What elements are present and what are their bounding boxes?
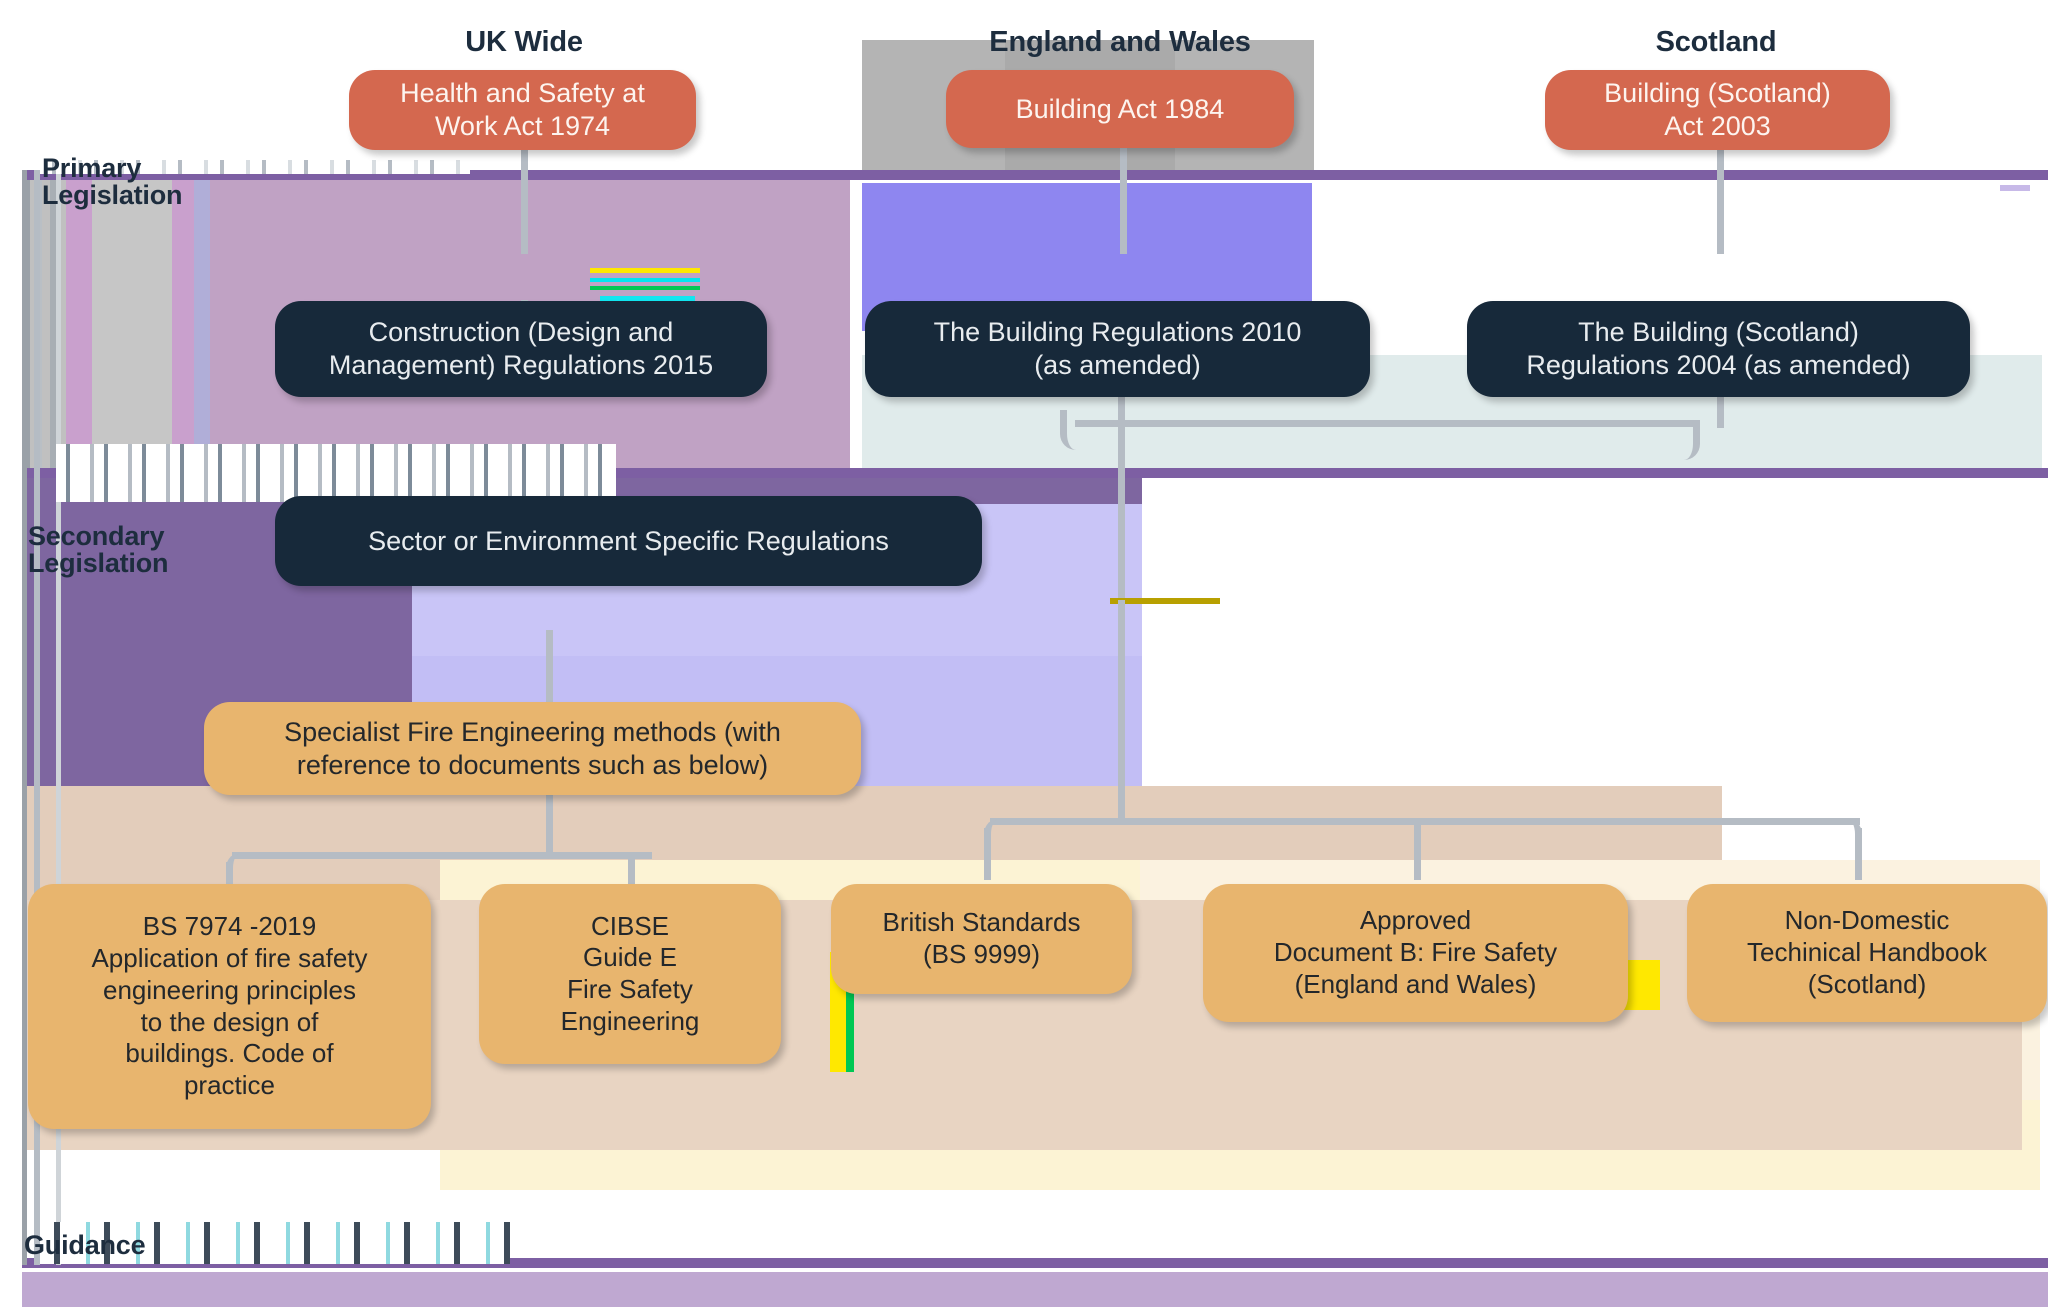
frame-stripe-left-outer [22, 170, 27, 1265]
artifact-speckle-primary [40, 160, 470, 174]
column-header-england-and-wales: England and Wales [989, 26, 1251, 58]
node-construction-design-and-management-regulations-2015[interactable]: Construction (Design and Management) Reg… [275, 301, 767, 397]
row-label-primary-legislation: Primary Legislation [42, 153, 183, 210]
connector-guidance-bus [990, 818, 1860, 825]
band-rule-guidance [22, 1258, 2048, 1268]
connector-to-bs9999 [984, 828, 991, 880]
frame-stripe-left-inner [34, 170, 40, 1265]
band-rule-primary [22, 170, 2048, 180]
column-header-uk-wide: UK Wide [465, 26, 583, 58]
column-header-scotland: Scotland [1655, 26, 1777, 58]
node-the-building-scotland-regulations-2004[interactable]: The Building (Scotland) Regulations 2004… [1467, 301, 1970, 397]
connector-to-cibse [628, 852, 635, 896]
band-rule-guidance-lower [22, 1272, 2048, 1307]
node-building-scotland-act-2003[interactable]: Building (Scotland) Act 2003 [1545, 70, 1890, 150]
artifact-line-yellow-1 [590, 268, 700, 273]
band-rule-secondary [22, 468, 2048, 478]
artifact-line-green-2 [846, 952, 854, 1072]
connector-building-act-to-regs [1120, 140, 1127, 254]
node-specialist-fire-engineering-methods[interactable]: Specialist Fire Engineering methods (wit… [204, 702, 861, 795]
artifact-line-green-4 [2000, 185, 2030, 191]
artifact-speckle-guidance [40, 1222, 510, 1264]
node-health-and-safety-at-work-act-1974[interactable]: Health and Safety at Work Act 1974 [349, 70, 696, 150]
artifact-line-yellow-2 [1110, 598, 1220, 604]
background-stripe-grey-c [50, 176, 56, 626]
node-the-building-regulations-2010[interactable]: The Building Regulations 2010 (as amende… [865, 301, 1370, 397]
connector-to-ndth [1855, 828, 1862, 880]
connector-hswa-to-cdm [521, 144, 528, 254]
node-british-standards-bs-9999[interactable]: British Standards (BS 9999) [831, 884, 1132, 994]
connector-scotland-act-to-regs [1717, 140, 1724, 254]
row-label-secondary-legislation: Secondary Legislation [28, 521, 169, 578]
artifact-line-green-1 [590, 286, 700, 290]
artifact-speckle-secondary [56, 444, 616, 502]
connector-to-bs7974 [226, 862, 233, 896]
connector-guidance-left-bar [232, 852, 652, 859]
row-label-guidance: Guidance [24, 1230, 146, 1260]
node-bs-7974-2019[interactable]: BS 7974 -2019 Application of fire safety… [28, 884, 431, 1129]
node-sector-or-environment-specific-regulations[interactable]: Sector or Environment Specific Regulatio… [275, 496, 982, 586]
connector-to-adb [1414, 818, 1421, 880]
frame-stripe-left-third [56, 170, 61, 1265]
node-approved-document-b-fire-safety[interactable]: Approved Document B: Fire Safety (Englan… [1203, 884, 1628, 1022]
connector-central-spine [1118, 318, 1125, 598]
node-cibse-guide-e[interactable]: CIBSE Guide E Fire Safety Engineering [479, 884, 781, 1064]
connector-central-to-guidance [1118, 600, 1125, 818]
connector-sector-bar [1075, 420, 1695, 427]
artifact-line-cyan-1 [590, 278, 700, 282]
node-building-act-1984[interactable]: Building Act 1984 [946, 70, 1294, 148]
background-stripe-grey-a [24, 176, 30, 646]
connector-corner-sector-right [1660, 420, 1700, 460]
node-non-domestic-techinical-handbook[interactable]: Non-Domestic Techinical Handbook (Scotla… [1687, 884, 2047, 1022]
connector-corner-cdm [1060, 410, 1100, 450]
